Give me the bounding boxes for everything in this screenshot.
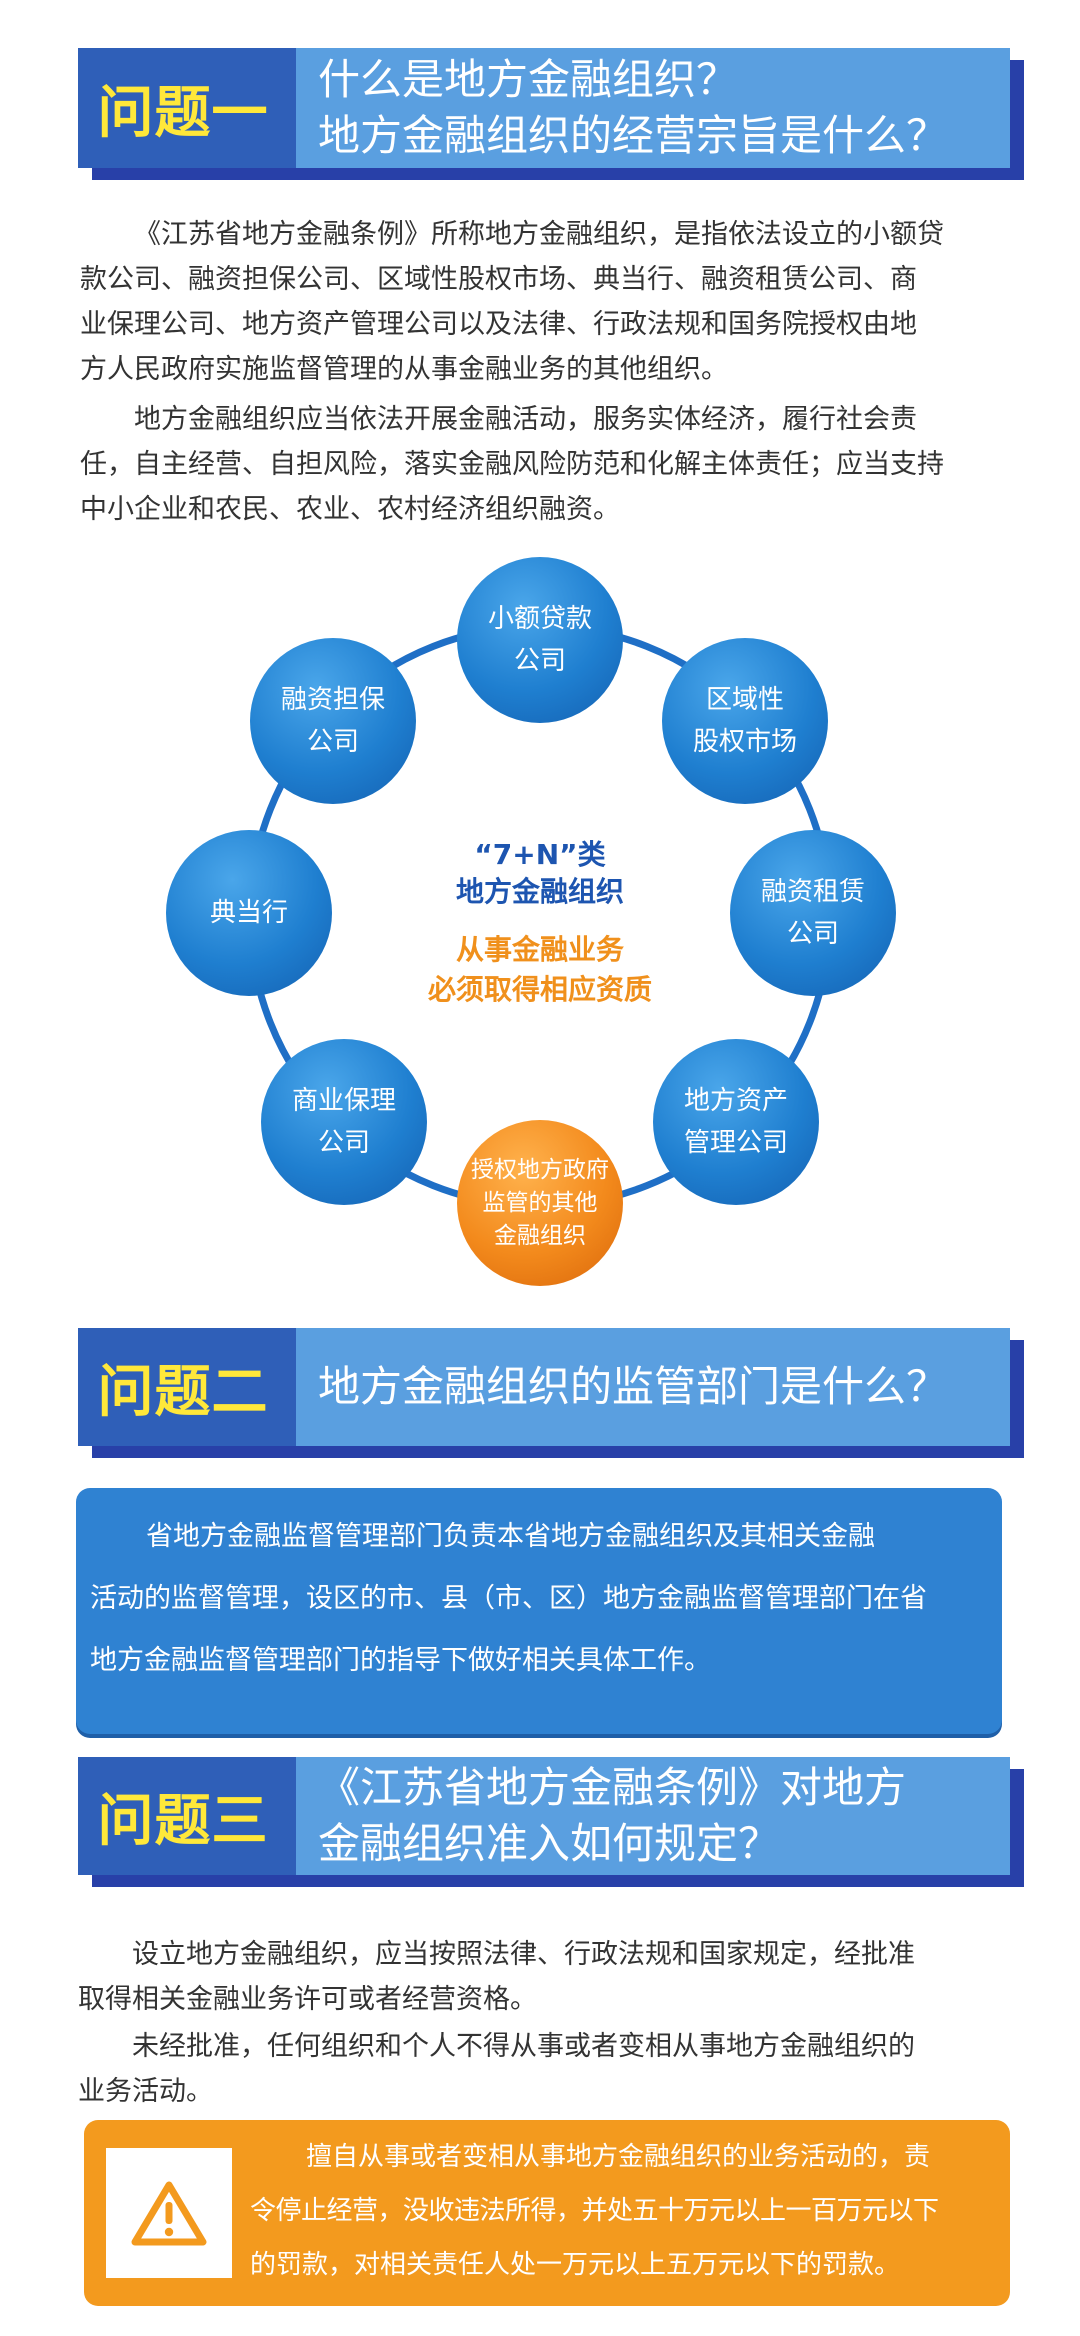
node-factoring: 商业保理公司 — [261, 1039, 427, 1205]
warning-triangle-icon — [131, 2181, 207, 2246]
q1-paragraph-1: 《江苏省地方金融条例》所称地方金融组织，是指依法设立的小额贷 款公司、融资担保公… — [80, 219, 944, 385]
q1-paragraph-2: 地方金融组织应当依法开展金融活动，服务实体经济，履行社会责 任，自主经营、自担风… — [80, 404, 944, 525]
q3-title: 《江苏省地方金融条例》对地方 金融组织准入如何规定？ — [296, 1757, 1010, 1875]
node-financing-guarantee: 融资担保公司 — [250, 638, 416, 804]
q1-header: 问题一 什么是地方金融组织？ 地方金融组织的经营宗旨是什么？ — [78, 48, 1024, 180]
node-pawnshop: 典当行 — [166, 830, 332, 996]
node-financial-leasing: 融资租赁公司 — [730, 830, 896, 996]
node-other-organizations: 授权地方政府监管的其他金融组织 — [457, 1120, 623, 1286]
q2-answer-box: 省地方金融监督管理部门负责本省地方金融组织及其相关金融 活动的监督管理，设区的市… — [76, 1488, 1002, 1734]
diagram-center-note: 从事金融业务 必须取得相应资质 — [427, 933, 652, 1006]
q2-header: 问题二 地方金融组织的监管部门是什么？ — [78, 1328, 1024, 1458]
warning-icon-panel — [106, 2148, 232, 2278]
q2-title: 地方金融组织的监管部门是什么？ — [296, 1328, 1010, 1446]
q3-label: 问题三 — [97, 1788, 269, 1854]
q2-label: 问题二 — [97, 1359, 269, 1425]
node-asset-management: 地方资产管理公司 — [653, 1039, 819, 1205]
q1-title: 什么是地方金融组织？ 地方金融组织的经营宗旨是什么？ — [296, 48, 1010, 168]
q3-paragraph-2: 未经批准，任何组织和个人不得从事或者变相从事地方金融组织的 业务活动。 — [78, 2031, 915, 2107]
q3-header: 问题三 《江苏省地方金融条例》对地方 金融组织准入如何规定？ — [78, 1757, 1024, 1887]
q3-warning-box: 擅自从事或者变相从事地方金融组织的业务活动的，责 令停止经营，没收违法所得，并处… — [84, 2120, 1010, 2306]
q3-paragraph-1: 设立地方金融组织，应当按照法律、行政法规和国家规定，经批准 取得相关金融业务许可… — [78, 1939, 915, 2015]
q1-label: 问题一 — [97, 80, 269, 146]
node-equity-market: 区域性股权市场 — [662, 638, 828, 804]
node-microloan: 小额贷款公司 — [457, 557, 623, 723]
diagram-center-title: “7+N”类 地方金融组织 — [455, 838, 624, 908]
